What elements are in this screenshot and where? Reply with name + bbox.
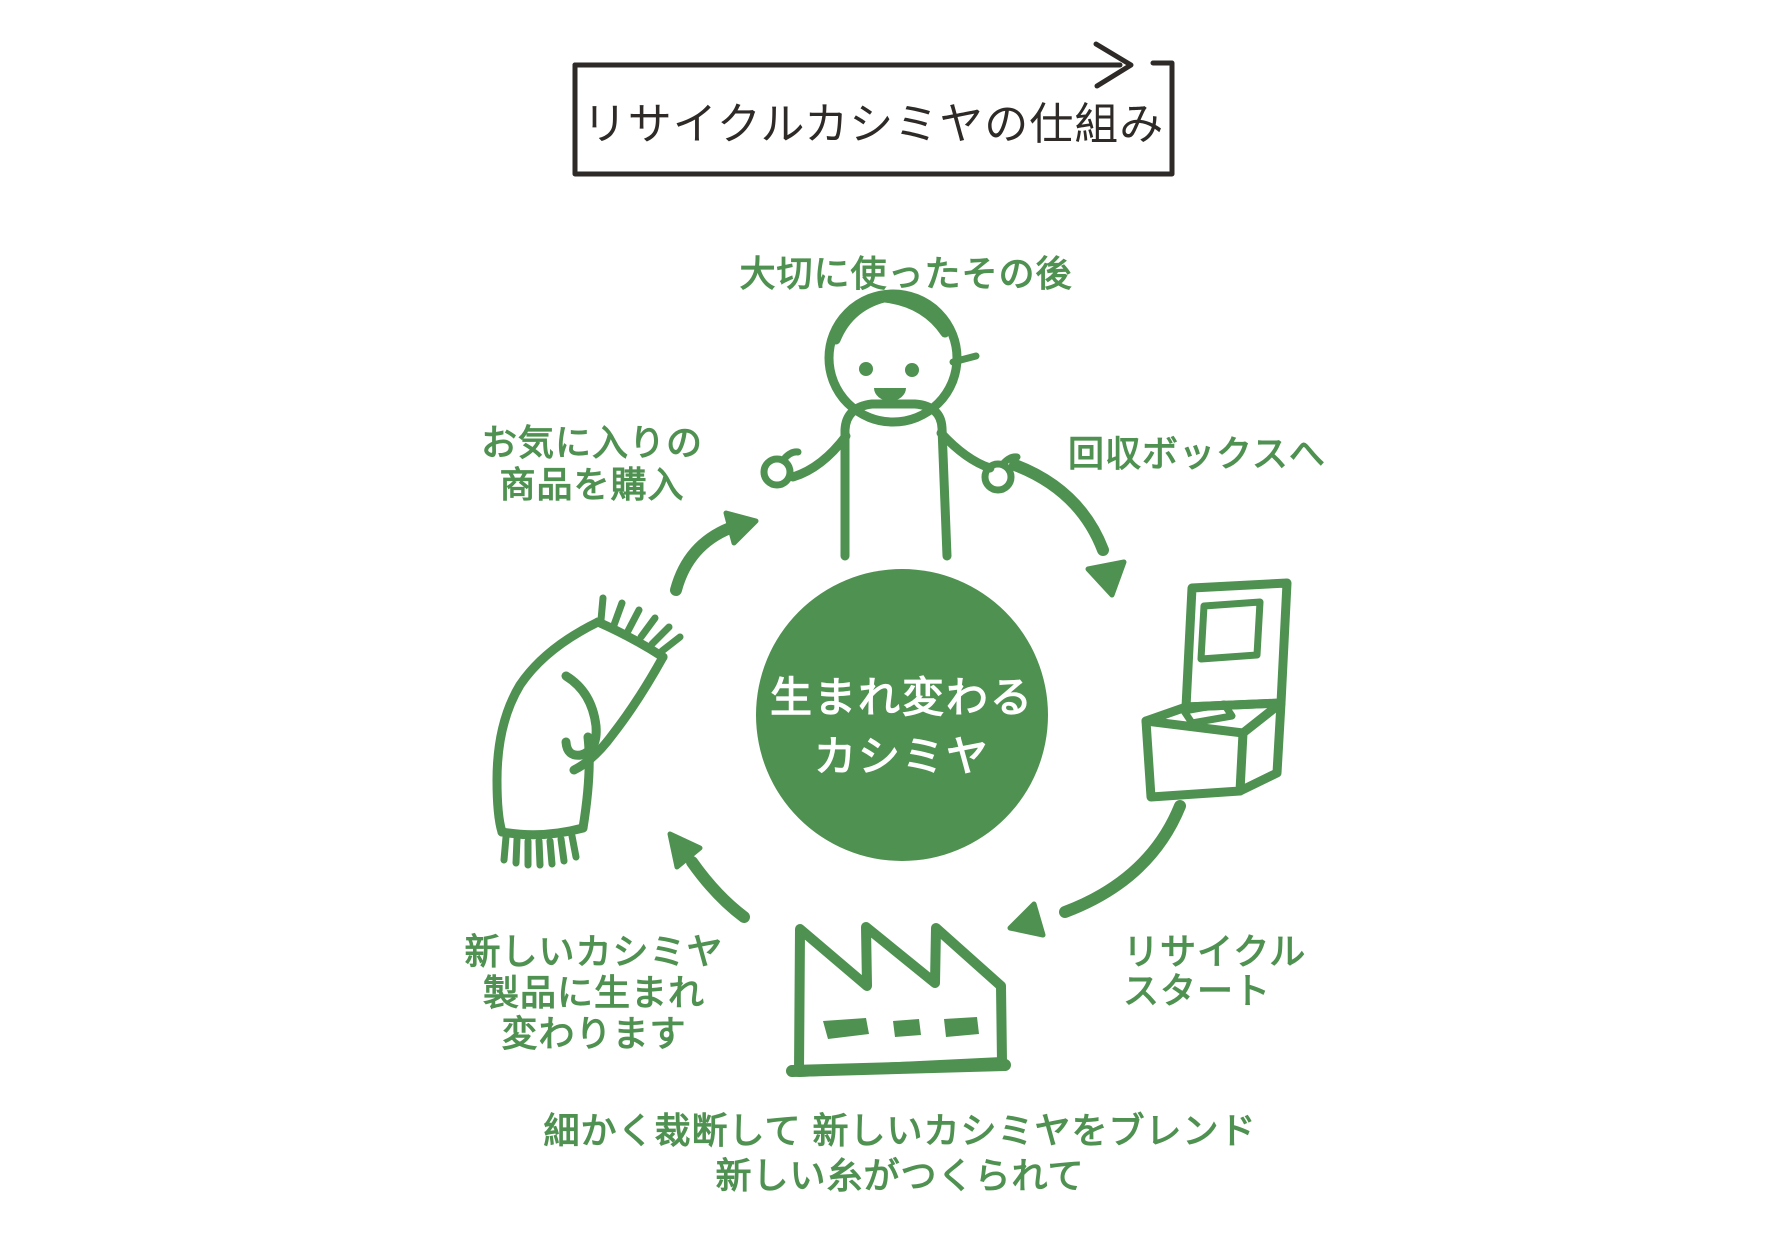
person-left-arm	[788, 431, 851, 482]
right-arrow-icon	[572, 41, 1134, 89]
collection-box-slot	[1180, 700, 1236, 727]
label-after-careful-use: 大切に使ったその後	[739, 253, 1073, 294]
collection-box-poster	[1197, 598, 1264, 663]
label-purchase-favorite-line1: お気に入りの	[480, 422, 704, 463]
label-shred-and-blend-line2: 新しい糸がつくられて	[715, 1155, 1085, 1196]
factory-window	[823, 1018, 869, 1039]
person-right-eye	[905, 363, 919, 377]
page-title: リサイクルカシミヤの仕組み	[582, 99, 1165, 149]
factory-window	[944, 1017, 979, 1037]
label-reborn-products: 新しいカシミヤ 製品に生まれ 変わります	[464, 931, 723, 1054]
title-box-frame	[572, 60, 1175, 177]
label-reborn-products-line2: 製品に生まれ	[482, 972, 706, 1013]
factory-base	[786, 1059, 1011, 1077]
person-left-hand	[760, 455, 794, 489]
label-to-collection-box: 回収ボックスへ	[1068, 433, 1326, 474]
person-ear	[949, 352, 980, 366]
scarf-bottom-fringe	[500, 832, 580, 869]
person-left-eye	[859, 362, 873, 376]
factory-outline	[794, 922, 1007, 1077]
factory-icon	[786, 922, 1011, 1077]
label-purchase-favorite-line2: 商品を購入	[499, 464, 685, 505]
label-shred-and-blend: 細かく裁断して 新しいカシミヤをブレンド 新しい糸がつくられて	[544, 1108, 1257, 1198]
collection-box-side	[1235, 698, 1286, 796]
scarf-top-fringe	[597, 594, 684, 655]
person-right-arm	[936, 428, 995, 473]
collection-box-icon	[1141, 578, 1292, 802]
label-reborn-products-line3: 変わります	[501, 1013, 687, 1054]
label-shred-and-blend-line1: 細かく裁断して 新しいカシミヤをブレンド	[543, 1110, 1257, 1151]
person-body	[840, 399, 952, 561]
person-mouth	[874, 388, 906, 401]
person-icon	[760, 289, 1021, 561]
label-recycle-start: リサイクル スタート	[1123, 932, 1306, 1010]
arrow-box-to-factory	[1007, 800, 1186, 938]
label-reborn-products-line1: 新しいカシミヤ	[464, 931, 724, 972]
scarf-icon	[492, 594, 684, 869]
center-circle-label: 生まれ変わる カシミヤ	[770, 668, 1034, 786]
person-right-hand	[981, 460, 1015, 494]
label-purchase-favorite: お気に入りの 商品を購入	[481, 422, 703, 506]
factory-window	[893, 1019, 921, 1037]
label-recycle-start-line2: スタート	[1123, 970, 1272, 1011]
collection-box-front	[1141, 716, 1248, 802]
arrow-factory-to-scarf	[667, 831, 750, 923]
arrow-person-to-box	[1009, 459, 1127, 598]
label-recycle-start-line1: リサイクル	[1123, 931, 1307, 972]
center-circle-line1: 生まれ変わる	[769, 674, 1035, 721]
curved-arrow-icon	[667, 459, 1186, 938]
center-circle-line2: カシミヤ	[813, 733, 991, 780]
arrow-scarf-to-person	[670, 510, 759, 596]
center-circle	[756, 569, 1048, 861]
